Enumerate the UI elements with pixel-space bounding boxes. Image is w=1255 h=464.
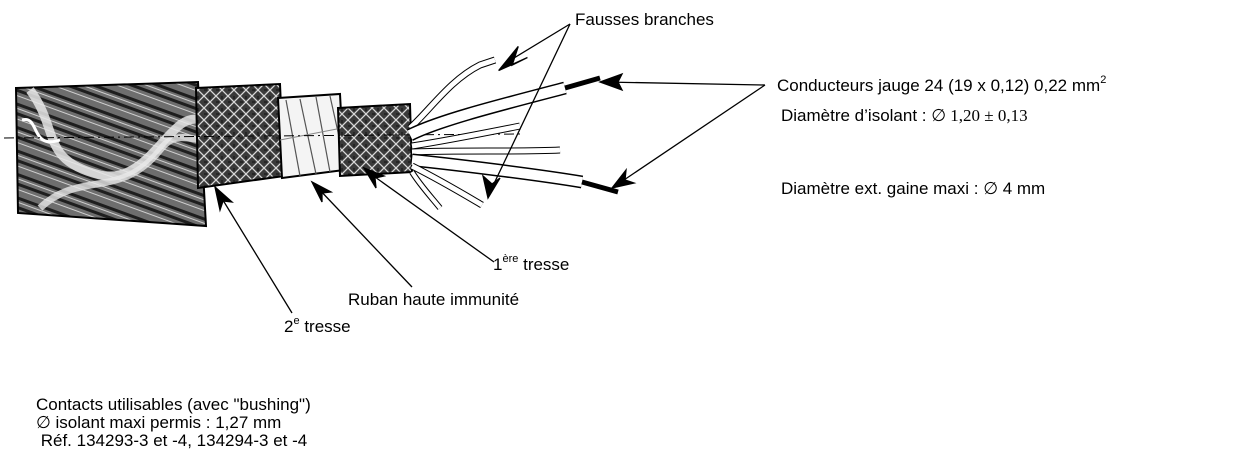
- contacts-note-line-1: Contacts utilisables (avec "bushing"): [36, 395, 311, 414]
- insulation-prefix: Diamètre d’isolant :: [781, 106, 932, 125]
- conductors-unit-exponent: 2: [1100, 74, 1107, 87]
- false-branches-label: Fausses branches: [575, 10, 714, 29]
- wire-bundle: [407, 56, 619, 210]
- insulation-diameter-label: Diamètre d’isolant : ∅ 1,20 ± 0,13: [781, 106, 1028, 126]
- first-braid: [336, 102, 414, 178]
- first-braid-label: 1ère tresse: [493, 253, 570, 275]
- conductors-label: Conducteurs jauge 24 (19 x 0,12) 0,22 mm…: [777, 74, 1107, 96]
- outer-jacket: [14, 80, 208, 228]
- first-braid-suffix: ère: [502, 253, 519, 266]
- second-braid-suffix: e: [293, 315, 300, 328]
- diameter-symbol: ∅: [931, 106, 947, 125]
- contacts-note: Contacts utilisables (avec "bushing") ∅ …: [36, 396, 311, 450]
- first-braid-number: 1: [493, 255, 503, 274]
- contacts-note-line-3: Réf. 134293-3 et -4, 134294-3 et -4: [36, 431, 308, 450]
- conductors-text: Conducteurs jauge 24 (19 x 0,12) 0,22 mm: [777, 76, 1101, 95]
- center-axis-line: [3, 133, 521, 139]
- tape-label: Ruban haute immunité: [348, 290, 520, 309]
- second-braid-number: 2: [284, 317, 294, 336]
- contacts-note-line-2: ∅ isolant maxi permis : 1,27 mm: [36, 413, 282, 432]
- insulation-value: 1,20 ± 0,13: [946, 106, 1028, 125]
- outer-diameter-label: Diamètre ext. gaine maxi : ∅ 4 mm: [781, 179, 1046, 198]
- second-braid-word: tresse: [299, 317, 351, 336]
- first-braid-word: tresse: [518, 255, 570, 274]
- second-braid-label: 2e tresse: [284, 315, 351, 337]
- leader-lines: [213, 23, 766, 314]
